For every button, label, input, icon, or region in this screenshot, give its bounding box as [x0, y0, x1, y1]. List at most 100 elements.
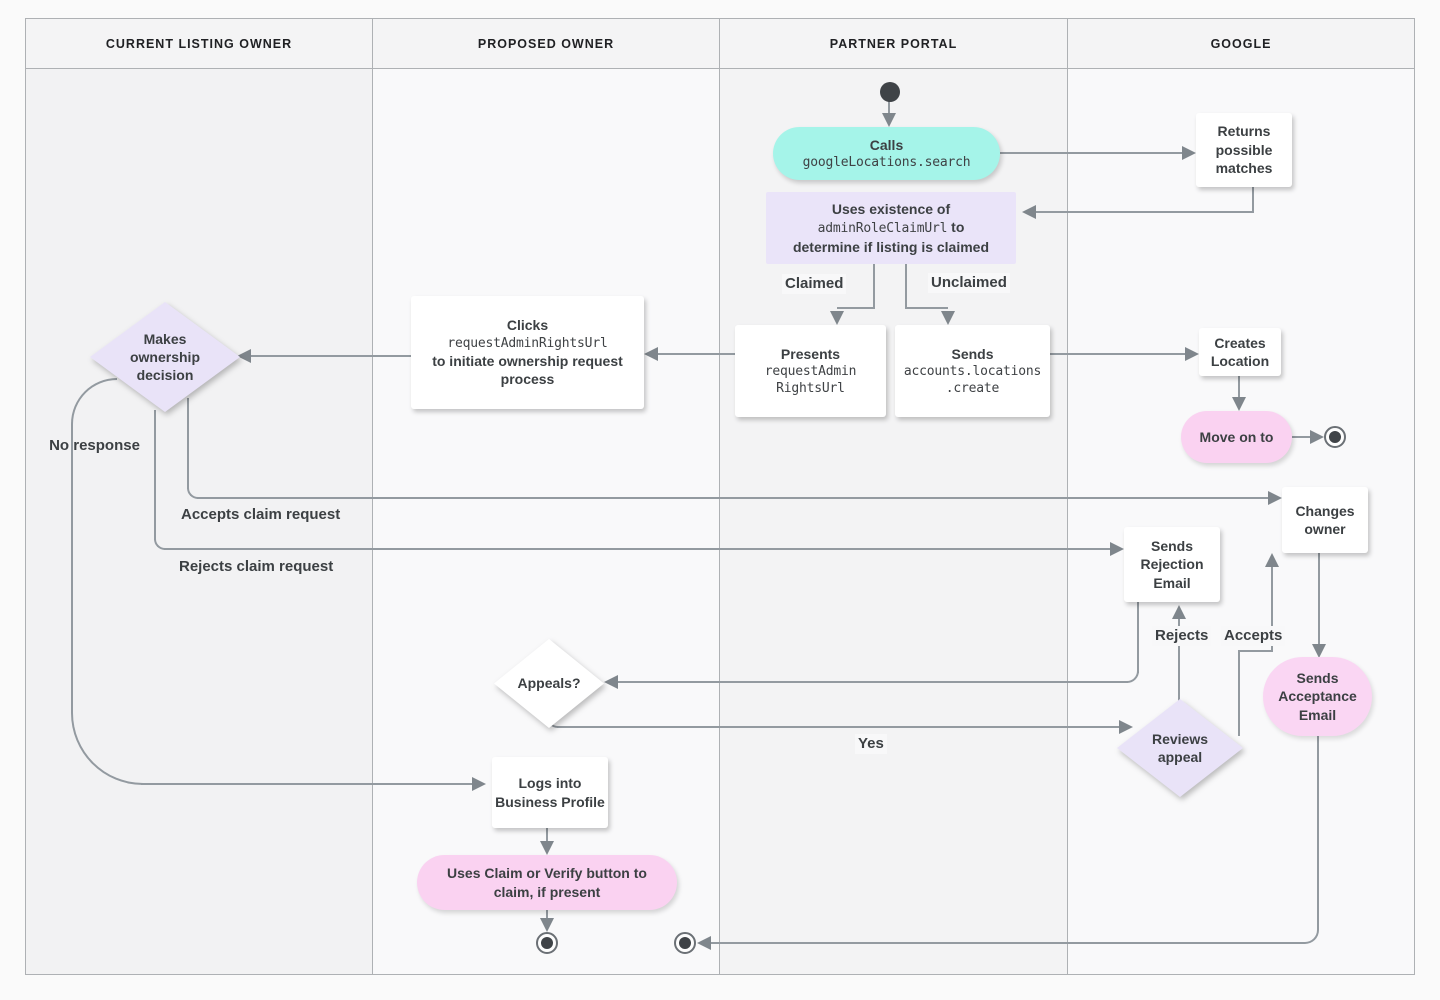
arrowhead [540, 918, 554, 932]
connector [905, 264, 907, 309]
connector [251, 355, 411, 357]
connector [187, 398, 189, 489]
edge-label-accepts: Accepts [1221, 626, 1286, 646]
node-text: Creates Location [1210, 334, 1270, 369]
edge-label-rejects-claim-request: Rejects claim request [179, 558, 334, 575]
sends-rejection-email-node: Sends Rejection Email [1124, 527, 1220, 602]
lane-header: PROPOSED OWNER [373, 19, 719, 69]
node-text: Logs into Business Profile [495, 775, 605, 810]
node-code: requestAdmin [764, 364, 857, 380]
edge-label-yes: Yes [855, 734, 887, 754]
node-code: .create [945, 381, 1000, 397]
arrowhead [830, 311, 844, 325]
edge-label-rejects: Rejects [1152, 626, 1212, 646]
connector [1050, 353, 1185, 355]
connector [1137, 601, 1139, 673]
connector [1252, 187, 1254, 212]
connector [1317, 735, 1319, 918]
connector [154, 410, 156, 540]
arrowhead [604, 675, 618, 689]
connector-corner [154, 538, 165, 550]
arrowhead [472, 777, 486, 791]
node-title: Calls [869, 136, 904, 153]
node-title: Sends [951, 345, 994, 362]
end-node-google [1324, 426, 1346, 448]
lane-header: GOOGLE [1068, 19, 1414, 69]
connector [1238, 650, 1273, 652]
connector [1036, 211, 1254, 213]
node-text: Reviews appeal [1151, 730, 1209, 765]
node-text: Sends Rejection Email [1140, 537, 1204, 591]
connector [197, 497, 1268, 499]
arrowhead [697, 936, 711, 950]
arrowhead [644, 347, 658, 361]
arrowhead [1172, 605, 1186, 619]
edge-label-accepts-claim-request: Accepts claim request [181, 506, 341, 523]
lane-title: PARTNER PORTAL [829, 36, 958, 51]
lane-title: CURRENT LISTING OWNER [105, 36, 293, 51]
node-line-suffix: to [947, 219, 965, 236]
node-line: determine if listing is claimed [792, 238, 990, 255]
node-code: adminRoleClaimUrl [817, 221, 948, 237]
node-text: Move on to [1199, 428, 1274, 445]
calls-google-locations-search-node: Calls googleLocations.search [773, 127, 1000, 180]
edge-label-unclaimed: Unclaimed [928, 273, 1010, 293]
arrowhead [1312, 644, 1326, 658]
node-text: Uses Claim or Verify button to claim, if… [447, 865, 647, 900]
node-text: Sends Acceptance Email [1278, 669, 1357, 723]
connector [1318, 553, 1320, 644]
lane-header: PARTNER PORTAL [720, 19, 1067, 69]
node-code: RightsUrl [776, 381, 845, 397]
start-node [880, 82, 900, 102]
node-code: accounts.locations [903, 364, 1042, 380]
connector [1271, 566, 1273, 652]
edge-label-no-response: No response [49, 437, 140, 454]
uses-claim-or-verify-node: Uses Claim or Verify button to claim, if… [417, 855, 677, 910]
connector [1238, 376, 1240, 397]
node-text: Appeals? [517, 675, 581, 692]
connector [618, 681, 1128, 683]
connector [71, 428, 73, 703]
connector [905, 307, 948, 309]
connector [1000, 152, 1184, 154]
connector [837, 307, 875, 309]
connector [711, 942, 1291, 944]
connector-corner [1290, 917, 1319, 944]
sends-acceptance-email-node: Sends Acceptance Email [1263, 657, 1372, 736]
connector [873, 264, 875, 309]
connector [888, 100, 890, 114]
node-code: googleLocations.search [802, 155, 971, 171]
lane-title: PROPOSED OWNER [477, 36, 615, 51]
connector [1178, 619, 1180, 704]
node-line: Uses existence of [831, 200, 951, 217]
node-text: Changes owner [1295, 502, 1355, 537]
arrowhead [882, 113, 896, 127]
returns-possible-matches-node: Returns possible matches [1196, 113, 1292, 187]
arrowhead [1119, 720, 1133, 734]
lane-title: GOOGLE [1210, 36, 1272, 51]
arrowhead [1182, 146, 1196, 160]
arrowhead [237, 349, 251, 363]
lane-current-listing-owner: CURRENT LISTING OWNER [25, 18, 373, 975]
arrowhead [1265, 553, 1279, 567]
arrowhead [1232, 397, 1246, 411]
lane-header: CURRENT LISTING OWNER [26, 19, 372, 69]
arrowhead [1110, 542, 1124, 556]
connector [1238, 650, 1240, 736]
node-line: adminRoleClaimUrl to [818, 218, 965, 237]
move-on-to-node: Move on to [1181, 411, 1292, 463]
connector [164, 548, 1110, 550]
arrowhead [1310, 430, 1324, 444]
sends-accounts-locations-create-node: Sends accounts.locations .create [895, 325, 1050, 417]
changes-owner-node: Changes owner [1282, 487, 1368, 553]
arrowhead [941, 311, 955, 325]
connector [557, 726, 1119, 728]
node-title: Presents [780, 345, 841, 362]
connector [546, 828, 548, 841]
end-node-proposed-owner [536, 932, 558, 954]
presents-request-admin-rights-url-node: Presents requestAdmin RightsUrl [735, 325, 886, 417]
node-text: to initiate ownership request process [432, 352, 623, 388]
uses-existence-node: Uses existence of adminRoleClaimUrl to d… [766, 192, 1016, 264]
node-text: Returns possible matches [1215, 123, 1273, 177]
